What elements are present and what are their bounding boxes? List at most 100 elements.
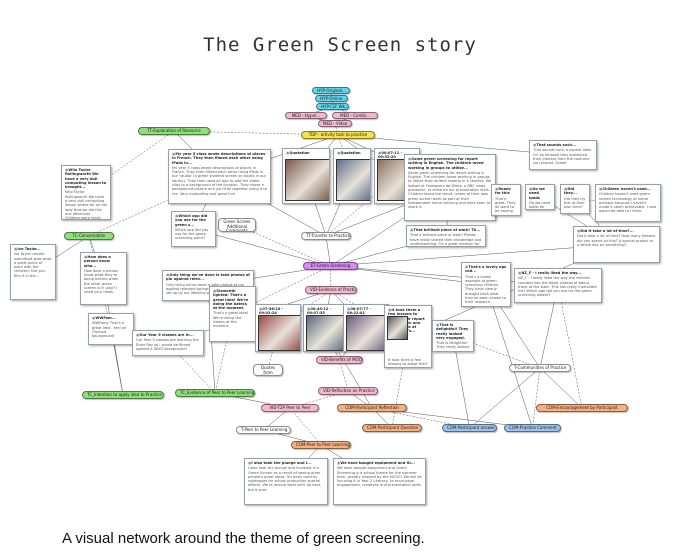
- node-heading: That's a lovely egs cod...: [465, 265, 507, 274]
- node-c-i-also-took[interactable]: I also took the plunge and I...I also to…: [244, 458, 328, 505]
- edge-tdp-to-c-thatsounds: [337, 134, 564, 156]
- node-c-ts-0736[interactable]: 07:36:10 - 09:02:24: [255, 304, 301, 352]
- node-c-thatsounds[interactable]: That sounds such...That sounds such a su…: [529, 140, 597, 170]
- edge-c-sixmonth-to-tc-evidence-peer: [214, 313, 233, 394]
- node-body: Ivo Taylor results submitted wow what a …: [14, 252, 52, 278]
- node-heading: My year 5 class wrote descriptions of pl…: [172, 152, 267, 165]
- edge-tc-conversation-to-c-wiwfam: [88, 235, 112, 330]
- node-heading: WWFam...: [92, 316, 130, 320]
- node-et-green[interactable]: ET-Green Screening: [303, 262, 358, 270]
- node-body: NZ_F - I really liked the way the childr…: [518, 276, 597, 298]
- node-com-encouragement[interactable]: COM-Encouragement by Participant: [536, 404, 628, 412]
- node-hyp-original[interactable]: HYP-Original...: [312, 87, 350, 94]
- node-c-how-does[interactable]: How does a person know wha...How does a …: [80, 252, 127, 305]
- node-c-did-it-take[interactable]: Did it take a lot of time?...Did it take…: [573, 226, 660, 263]
- node-c-ivo-taylor[interactable]: Ivo Taylor...Ivo Taylor results submitte…: [10, 244, 56, 300]
- node-c-nz[interactable]: NZ_F - I really liked the way...NZ_F - I…: [514, 268, 602, 303]
- node-heading: That is delightful! They really looked v…: [436, 323, 470, 340]
- video-thumbnail[interactable]: [346, 315, 388, 351]
- node-heading: Some green screening for report writing …: [408, 157, 492, 170]
- node-c-my-year5[interactable]: My year 5 class wrote descriptions of pl…: [168, 149, 271, 204]
- node-com-practice-comment[interactable]: COM-Practice Comment: [504, 424, 561, 432]
- node-med-hyper[interactable]: MED - Hyper...: [285, 112, 327, 119]
- node-body: Wiio Taylor Rollingworth We have a very …: [65, 190, 107, 220]
- edge-c-thatsalovelyeg-to-com-practice-comment: [485, 284, 533, 429]
- node-vid-reflection[interactable]: VID-Reflection on Practice: [318, 387, 378, 395]
- edge-et-green-to-c-did-it-take: [330, 243, 617, 267]
- video-thumbnail[interactable]: [306, 315, 344, 351]
- node-c-ts-0807[interactable]: 08:07:77 - 08:22:01: [343, 304, 389, 352]
- node-body: How does a person know what they're doin…: [84, 268, 119, 295]
- node-body: That is delightful! They really looked v…: [436, 341, 469, 352]
- node-com-peer[interactable]: COM-Peer to Peer Learning: [291, 441, 351, 449]
- node-tc-evidence-peer[interactable]: TC_Evidence of Peer to Peer Learning: [175, 389, 255, 397]
- node-c-our-year5[interactable]: Our Year 5 classes are in...Our Year 5 c…: [132, 330, 204, 356]
- node-c-wiwfam[interactable]: WWFam...WWFamy That's a great idea - fee…: [88, 313, 134, 345]
- node-c-did-they[interactable]: Did they...Did they try this at their ow…: [560, 184, 590, 214]
- node-heading: Only thing we've done is take photos of …: [166, 273, 250, 282]
- node-c-children-havent[interactable]: Children haven't used...Children haven't…: [595, 184, 661, 222]
- node-c-that-brilliant[interactable]: That brilliant piece of work! Th...That …: [406, 225, 486, 247]
- edge-c-which-app-to-et-green: [193, 228, 331, 267]
- node-med-video[interactable]: MED - Video: [318, 120, 352, 127]
- edge-et-green-to-c-sixmonth: [232, 265, 331, 315]
- edge-t-communities-to-com-practice-comment: [531, 367, 541, 429]
- edge-t-communities-to-com-participant-answer: [469, 367, 541, 429]
- node-c-it-took[interactable]: It took them a few lessons to adapt thei…: [384, 305, 432, 368]
- node-c-some-green[interactable]: Some green screening for report writing …: [404, 154, 496, 221]
- node-com-participant-question[interactable]: COM-Participant Question: [362, 424, 422, 432]
- node-heading: Wiio Taylor Rollingworth We have a very …: [65, 168, 107, 189]
- video-thumbnail[interactable]: [258, 315, 300, 351]
- node-c-we-have-bought[interactable]: We have bought equipment and Gr...We hav…: [333, 458, 426, 505]
- node-tc-intention[interactable]: TC_Intention to apply idea to Practice: [82, 391, 164, 399]
- node-body: That sounds such a superb idea! I'm so a…: [533, 148, 592, 166]
- video-thumbnail[interactable]: [387, 316, 408, 340]
- node-heading: NZ_F - I really liked the way...: [518, 271, 598, 275]
- node-heading: Did it take a lot of time?...: [577, 229, 656, 233]
- node-vid-benefits[interactable]: VID-Benefits of MOOC: [316, 356, 363, 364]
- node-com-participant-answer[interactable]: COM-Participant answer: [442, 424, 497, 432]
- node-body: WWFamy That's a great idea - feel an Oly…: [92, 321, 127, 339]
- node-body: That's a lovely example of green screeni…: [465, 274, 506, 305]
- edge-c-nz-to-com-encouragement: [557, 285, 583, 409]
- node-med-combi[interactable]: MED - Combi...: [332, 112, 378, 119]
- node-hyp-online[interactable]: HYP-Online...: [315, 95, 348, 102]
- node-green-screen-additional[interactable]: Green Screen Additional Comments: [218, 218, 256, 232]
- node-com-participant-reflection[interactable]: COM-Participant Reflection: [337, 404, 407, 412]
- node-vid-t2p[interactable]: VID-T2P Peer to Peer: [261, 404, 319, 412]
- node-heading: 00:07:11 - 00:52:20: [378, 151, 416, 160]
- node-body: Did they try this at their own time?: [564, 196, 586, 210]
- node-vid-evidence[interactable]: VID-Evidence of Practice: [305, 286, 357, 294]
- node-heading: How does a person know wha...: [84, 255, 123, 268]
- node-hyp-f2f[interactable]: HYP-F2F Wk...: [316, 103, 349, 110]
- node-tc-conversation[interactable]: TC-Conversation: [64, 232, 114, 240]
- node-quotes-videos[interactable]: Quotes from Videos: [253, 364, 283, 376]
- node-c-wiio-taylor[interactable]: Wiio Taylor Rollingworth We have a very …: [61, 165, 111, 220]
- node-tdp[interactable]: TDP - artivity task to practice: [301, 131, 375, 139]
- video-thumbnail[interactable]: [336, 159, 370, 201]
- node-heading: Which app did you use for the green s...: [175, 214, 212, 227]
- node-c-that-is-delightful[interactable]: That is delightful! They really looked v…: [432, 320, 474, 352]
- node-body: It took them a few lessons to adapt thei…: [388, 357, 428, 367]
- node-c-quotation-2[interactable]: Quotation1:38: [333, 148, 371, 204]
- node-body: Only thing we've done is take photos of …: [166, 282, 246, 296]
- node-c-which-app[interactable]: Which app did you use for the green s...…: [171, 211, 216, 247]
- node-body: Some green screening for report writing …: [408, 170, 492, 210]
- node-heading: I also took the plunge and I...: [248, 461, 324, 465]
- node-c-sixmonth[interactable]: Sixmonth lighted: That's a great idea! W…: [209, 286, 256, 342]
- node-c-thatsalovelyeg[interactable]: That's a lovely egs cod...That's a lovel…: [461, 262, 511, 307]
- node-c-quotation-1[interactable]: Quotation1:24: [282, 148, 330, 204]
- node-heading: Quotation: [337, 151, 367, 155]
- node-tt-transfer[interactable]: TT-Transfer to Practice: [301, 232, 351, 240]
- node-t-peer[interactable]: T-Peer to Peer Learning: [236, 426, 291, 434]
- video-thumbnail[interactable]: [285, 159, 329, 201]
- edge-t-communities-to-com-encouragement: [539, 367, 583, 409]
- node-body: Our Year 5 classes are learning the Elde…: [136, 338, 199, 351]
- node-c-ts-0045[interactable]: 00:45:12 - 00:07:35: [303, 304, 345, 352]
- node-t-communities[interactable]: T-Communities of Practice: [509, 364, 571, 372]
- figure-caption: A visual network around the theme of gre…: [62, 530, 425, 547]
- node-tt-exploration[interactable]: TT-Exploration of Resource: [138, 127, 210, 135]
